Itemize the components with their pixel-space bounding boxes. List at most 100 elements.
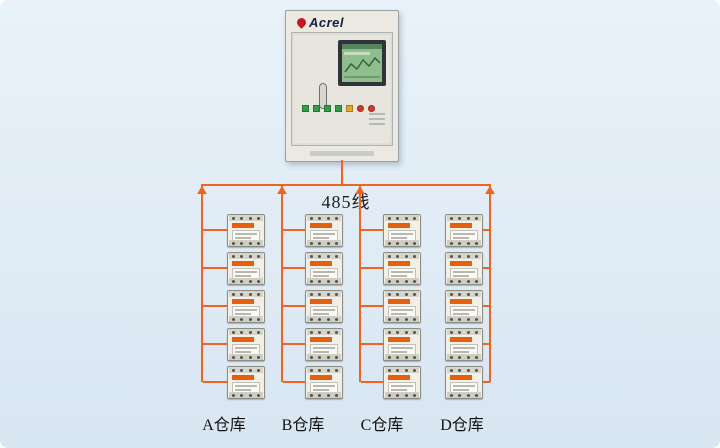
branch-drop-line: [281, 186, 283, 382]
terminal-strip-bottom: [307, 316, 341, 322]
terminal-screw: [396, 292, 400, 296]
terminal-screw: [396, 279, 400, 283]
brand-stripe: [232, 375, 254, 380]
brand-stripe: [450, 299, 472, 304]
brand-stripe: [232, 299, 254, 304]
terminal-screw: [326, 317, 330, 321]
device-face-line: [391, 275, 407, 277]
device-stub-line: [283, 267, 305, 269]
yellow-indicator-button: [346, 105, 353, 112]
device-stub-line: [361, 305, 383, 307]
terminal-screw: [335, 330, 339, 334]
terminal-screw: [458, 330, 462, 334]
terminal-screw: [387, 355, 391, 359]
terminal-screw: [458, 279, 462, 283]
terminal-strip-top: [229, 253, 263, 259]
device-module: [445, 214, 483, 247]
device-face-line: [313, 309, 335, 311]
terminal-screw: [396, 241, 400, 245]
terminal-strip-top: [307, 367, 341, 373]
terminal-screw: [248, 292, 252, 296]
device-stub-line: [203, 229, 227, 231]
terminal-screw: [326, 241, 330, 245]
device-stub-line: [483, 305, 490, 307]
terminal-strip-bottom: [447, 316, 481, 322]
terminal-screw: [396, 317, 400, 321]
device-face-line: [391, 385, 413, 387]
terminal-strip-top: [447, 329, 481, 335]
terminal-screw: [231, 355, 235, 359]
device-stub-line: [483, 267, 490, 269]
terminal-strip-top: [385, 253, 419, 259]
terminal-screw: [257, 279, 261, 283]
terminal-screw: [458, 216, 462, 220]
brand-stripe: [450, 337, 472, 342]
terminal-screw: [231, 292, 235, 296]
device-face-line: [391, 237, 407, 239]
terminal-strip-bottom: [385, 240, 419, 246]
device-face-line: [453, 237, 469, 239]
terminal-strip-top: [447, 291, 481, 297]
terminal-screw: [240, 317, 244, 321]
terminal-screw: [318, 368, 322, 372]
terminal-screw: [309, 279, 313, 283]
device-module: [227, 328, 265, 361]
terminal-screw: [449, 279, 453, 283]
terminal-screw: [248, 368, 252, 372]
device-module: [445, 328, 483, 361]
terminal-screw: [396, 216, 400, 220]
terminal-screw: [413, 368, 417, 372]
terminal-screw: [309, 317, 313, 321]
terminal-strip-top: [229, 329, 263, 335]
terminal-screw: [458, 393, 462, 397]
device-face-line: [235, 309, 257, 311]
terminal-strip-bottom: [385, 316, 419, 322]
brand-stripe: [450, 223, 472, 228]
green-indicator-button: [335, 105, 342, 112]
device-face-line: [235, 389, 251, 391]
brand-stripe: [310, 337, 332, 342]
red-indicator-button: [357, 105, 364, 112]
terminal-screw: [404, 317, 408, 321]
terminal-screw: [475, 317, 479, 321]
terminal-strip-bottom: [385, 354, 419, 360]
acrel-logo-icon: [295, 16, 308, 29]
terminal-screw: [257, 216, 261, 220]
device-stub-line: [203, 267, 227, 269]
vent-slot: [369, 118, 385, 120]
brand-stripe: [310, 223, 332, 228]
terminal-screw: [335, 216, 339, 220]
terminal-screw: [240, 393, 244, 397]
device-module: [305, 290, 343, 323]
terminal-screw: [318, 330, 322, 334]
device-face-line: [453, 271, 475, 273]
terminal-screw: [240, 292, 244, 296]
terminal-screw: [404, 241, 408, 245]
device-face-line: [391, 347, 413, 349]
terminal-screw: [309, 330, 313, 334]
device-stub-line: [361, 229, 383, 231]
brand-stripe: [232, 261, 254, 266]
terminal-screw: [466, 330, 470, 334]
terminal-screw: [240, 368, 244, 372]
device-stub-line: [283, 343, 305, 345]
terminal-strip-bottom: [385, 278, 419, 284]
terminal-screw: [475, 355, 479, 359]
terminal-strip-top: [307, 253, 341, 259]
brand-stripe: [388, 375, 410, 380]
terminal-screw: [231, 393, 235, 397]
device-module: [445, 252, 483, 285]
terminal-screw: [326, 279, 330, 283]
terminal-screw: [413, 254, 417, 258]
device-face-line: [453, 309, 475, 311]
terminal-screw: [413, 292, 417, 296]
terminal-screw: [475, 330, 479, 334]
brand-stripe: [388, 337, 410, 342]
terminal-strip-bottom: [229, 354, 263, 360]
cabinet-door: [291, 32, 393, 146]
terminal-screw: [404, 254, 408, 258]
terminal-strip-top: [447, 253, 481, 259]
cabinet-drop-line: [341, 160, 343, 184]
terminal-screw: [466, 254, 470, 258]
device-module: [383, 214, 421, 247]
